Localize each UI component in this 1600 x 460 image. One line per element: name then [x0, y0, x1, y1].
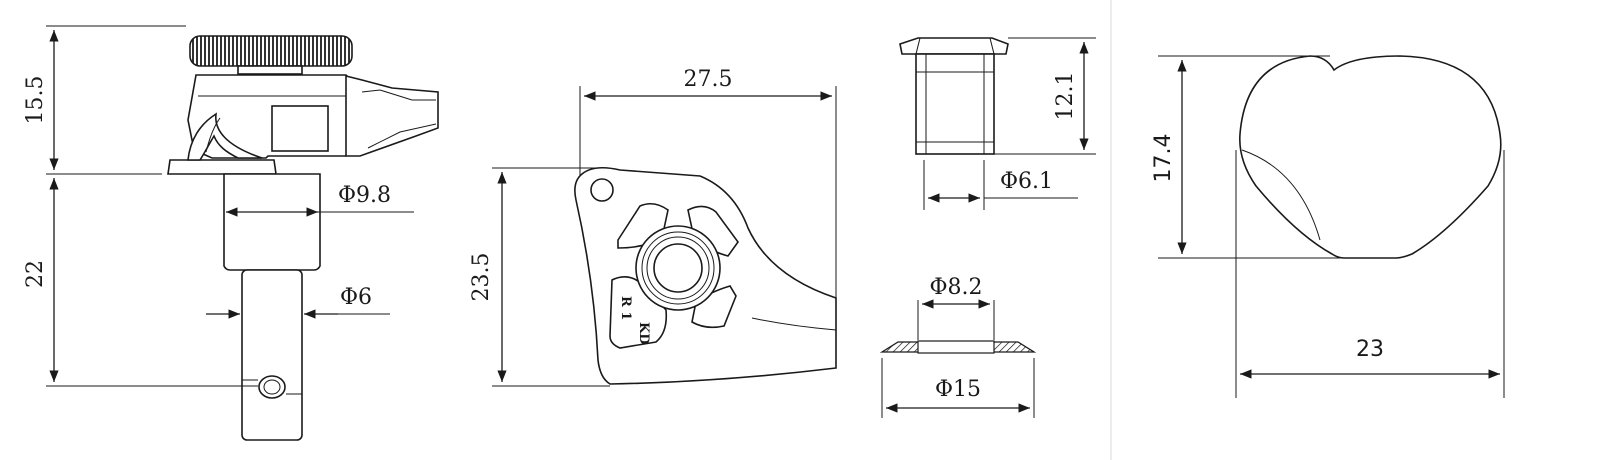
- mounting-hole: [590, 178, 614, 202]
- dim-washer-outer: Φ15: [935, 377, 981, 402]
- plate-edge-step: [751, 317, 837, 331]
- dim-tuner-height: 15.5: [23, 76, 48, 125]
- panel-divider: [1110, 0, 1112, 460]
- dim-button-width: 23: [1356, 337, 1384, 362]
- cap-neck: [237, 65, 303, 75]
- bushing-flange: [899, 37, 1009, 55]
- dim-plate-width: 27.5: [684, 67, 733, 92]
- base-flange: [167, 159, 277, 175]
- marking-r1: R 1: [618, 296, 633, 320]
- button-view: 17.4 23: [1151, 55, 1505, 398]
- marking-kd: KD: [636, 322, 651, 345]
- dim-button-height: 17.4: [1151, 134, 1176, 183]
- housing-nose: [345, 74, 439, 157]
- housing-window: [271, 105, 329, 152]
- bushing-flange-line-2: [989, 37, 995, 55]
- washer-bore: [917, 340, 995, 354]
- shaft-string-hole: [258, 375, 286, 399]
- nose-detail: [361, 89, 436, 101]
- dim-bushing-diameter: Φ6.1: [1000, 169, 1053, 194]
- dim-washer-inner: Φ8.2: [929, 275, 982, 300]
- post-upper: [223, 173, 321, 271]
- button-shoulder-line: [1241, 149, 1321, 241]
- button-outline: [1239, 55, 1502, 259]
- cutout-bottom-left: [609, 276, 668, 349]
- bushing-flange-line: [915, 37, 921, 55]
- nose-detail-2: [367, 123, 437, 149]
- string-shaft: [241, 269, 303, 441]
- shaft-string-hole-inner: [263, 379, 281, 395]
- gear-ring-mid: [641, 231, 715, 305]
- dim-post-length: 22: [23, 260, 48, 288]
- leaf-vein: [205, 117, 221, 153]
- dim-post-diameter: Φ9.8: [338, 183, 391, 208]
- knurled-cap: [189, 35, 353, 67]
- washer-view: Φ8.2 Φ15: [879, 275, 1037, 418]
- dim-plate-height: 23.5: [469, 253, 494, 302]
- gear-ring-inner: [646, 236, 710, 300]
- bushing-body: [915, 53, 995, 155]
- dim-shaft-diameter: Φ6: [340, 285, 372, 310]
- bushing-view: 12.1 Φ6.1: [899, 37, 1096, 210]
- gear-bore: [653, 243, 703, 293]
- back-plate-view: KD R 1 27.5 23.5: [469, 67, 837, 387]
- dim-bushing-height: 12.1: [1053, 72, 1078, 121]
- tuner-side-view: 15.5 22 Φ9.8 Φ6: [23, 25, 439, 441]
